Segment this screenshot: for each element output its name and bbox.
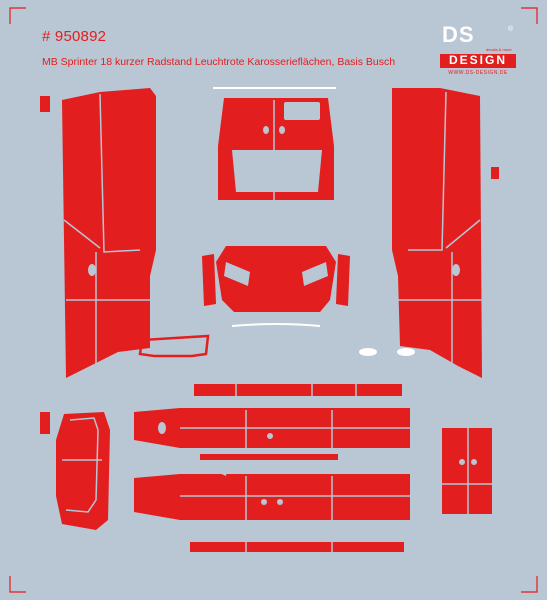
crop-mark-top-left <box>9 7 26 24</box>
right-side-panel <box>392 88 482 378</box>
crop-marks <box>9 7 538 593</box>
brand-box <box>440 54 516 68</box>
product-number: # 950892 <box>42 28 107 45</box>
product-title: MB Sprinter 18 kurzer Radstand Leuchtrot… <box>42 56 396 68</box>
crop-mark-top-right <box>521 7 538 24</box>
front-hood <box>202 246 350 327</box>
front-cab <box>56 412 110 530</box>
crop-mark-bottom-left <box>9 576 26 593</box>
mark-left-bottom <box>40 412 50 434</box>
mark-left-top <box>40 96 50 112</box>
bottom-strip <box>190 542 404 552</box>
bumper-outline <box>138 334 210 358</box>
crop-mark-bottom-right <box>521 576 538 593</box>
brand-slogan: decals & more <box>486 47 512 52</box>
side-marks <box>40 96 499 434</box>
upper-long-panel <box>134 408 410 448</box>
ds-design-logo: DS ® decals & more DESIGN WWW.DS-DESIGN.… <box>436 22 520 78</box>
left-side-panel <box>62 88 156 378</box>
lower-long-panel <box>134 466 410 520</box>
top-strip <box>194 384 402 396</box>
center-strip <box>200 454 338 460</box>
small-door-panel <box>442 428 492 514</box>
mark-right <box>491 167 499 179</box>
white-oval-left <box>359 348 377 356</box>
brand-design: DESIGN <box>448 53 507 67</box>
brand-url: WWW.DS-DESIGN.DE <box>448 70 508 76</box>
brand-ds: DS <box>442 22 475 47</box>
white-oval-right <box>397 348 415 356</box>
brand-registered: ® <box>508 26 514 33</box>
rear-doors <box>218 98 334 200</box>
